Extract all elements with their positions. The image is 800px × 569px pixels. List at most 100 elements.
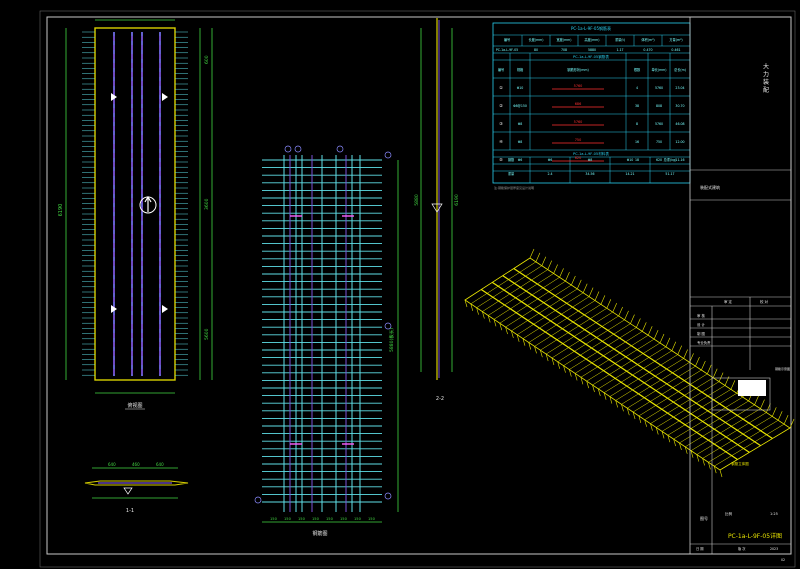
iso-cross-bar — [517, 292, 584, 335]
plan-slab-outline — [94, 27, 176, 381]
iso-hook — [606, 299, 612, 309]
iso-hook — [713, 466, 717, 474]
table-cell: 方量(m³) — [669, 37, 682, 42]
iso-hook — [754, 395, 759, 405]
iso-cross-bar — [482, 269, 548, 312]
iso-hook — [630, 314, 635, 324]
table-cell: 750 — [656, 140, 662, 144]
tb-row-label: 设 计 — [697, 322, 705, 327]
table-cell: ⑤ — [499, 157, 503, 162]
iso-hook — [730, 380, 736, 390]
iso-hook — [576, 279, 582, 290]
iso-hook — [534, 346, 537, 354]
plan-embed-markers — [111, 93, 168, 313]
iso-hook — [661, 431, 665, 439]
iso-hook — [701, 360, 706, 371]
table-cell: 620 — [656, 158, 662, 162]
iso-cross-bar — [679, 400, 749, 444]
iso-cross-bar — [505, 284, 572, 328]
iso-cross-bar — [644, 377, 714, 420]
table-cell: 38 — [635, 104, 639, 108]
iso-hook — [582, 283, 588, 293]
iso-hook — [624, 310, 629, 320]
iso-cross-bar — [661, 389, 732, 432]
iso-hook — [505, 326, 508, 335]
table-cell: 钢筋形状(mm) — [567, 67, 588, 72]
iso-hook — [708, 462, 711, 470]
iso-cross-bar — [574, 331, 643, 374]
tb-bottom-b: 2023 — [770, 547, 778, 551]
tb-page: 02 — [781, 558, 785, 562]
iso-main-bar — [480, 289, 738, 460]
iso-hook — [529, 248, 535, 259]
iso-hook — [673, 439, 676, 447]
table-cell: 钢筋 — [508, 157, 514, 162]
tb-drawing-name: PC-1a-L-9F-05详图 — [728, 532, 782, 540]
rebar-longitudinal-bars — [283, 155, 361, 512]
table-cell: 11.16 — [675, 158, 684, 162]
iso-hook — [603, 392, 607, 400]
plan-dim-right-b: 3600 — [204, 198, 210, 210]
table-cell: Φ6 — [518, 158, 523, 162]
table-cell: 单长(mm) — [651, 67, 666, 72]
iso-view-label: 钢筋立体图 — [731, 461, 749, 466]
tb-bottom-c: 版 次 — [738, 546, 746, 551]
table-cell: ④ — [499, 139, 503, 144]
iso-hook — [487, 315, 491, 323]
iso-cross-bar — [563, 323, 631, 366]
rebar-view-label: 钢筋图 — [312, 530, 327, 537]
iso-hook — [677, 345, 683, 355]
iso-hook — [712, 368, 718, 378]
rebar-tag-icon-6 — [384, 492, 392, 500]
table-cell: Φ6 — [548, 158, 553, 162]
iso-hook — [650, 423, 653, 431]
table-cell: 30.70 — [675, 104, 684, 108]
table-cell: 808 — [656, 104, 662, 108]
table-cell: 12.00 — [675, 140, 684, 144]
tb-sheet-label: 图号 — [700, 515, 708, 521]
tb-row-label: 专业负责 — [697, 340, 711, 345]
table-cell: 0.470 — [643, 48, 652, 52]
table-cell: ① — [499, 85, 503, 90]
embed-triangle-icon — [162, 305, 168, 313]
iso-hook — [771, 407, 777, 417]
plan-dim-left-text: 6190 — [58, 204, 64, 217]
iso-hook — [553, 264, 558, 274]
drawing-frame — [46, 16, 792, 555]
iso-cross-bar — [702, 416, 773, 459]
iso-cross-bar — [656, 385, 726, 428]
iso-cross-bar — [621, 362, 690, 405]
iso-cross-bar — [673, 396, 743, 440]
table-cell: 编号 — [498, 67, 504, 72]
iso-hook — [655, 427, 659, 435]
iso-hook — [690, 450, 694, 458]
iso-cross-bar — [696, 412, 767, 455]
iso-hook — [783, 415, 789, 425]
section-marker-icon — [123, 487, 133, 495]
iso-hook — [659, 333, 665, 344]
table-cell: 根数 — [634, 67, 641, 72]
iso-hook — [706, 364, 712, 375]
table-cell: 1.17 — [616, 48, 623, 52]
iso-hook — [621, 404, 624, 412]
iso-hook — [618, 306, 623, 317]
tb-row-label: 审 核 — [697, 313, 705, 318]
iso-hook — [789, 418, 795, 429]
iso-cross-bar — [569, 327, 637, 370]
table-cell: 708 — [561, 48, 567, 52]
iso-main-bar — [491, 281, 750, 453]
rebar-iso-view — [464, 248, 795, 478]
iso-hook — [600, 295, 606, 305]
iso-cross-bar — [586, 338, 655, 382]
iso-cross-bar — [598, 346, 667, 390]
table-cell: 14.21 — [625, 172, 634, 176]
iso-cross-bar — [690, 408, 761, 451]
iso-hook — [612, 302, 618, 313]
iso-hook — [571, 275, 576, 286]
rebar-tag-icon-5 — [384, 322, 392, 330]
iso-cross-bar — [546, 311, 613, 355]
rebar-tag-icon-4 — [384, 151, 392, 159]
table-cell: PC-1a-L-9F-05材料表 — [573, 151, 609, 156]
tb-r1a: 审 定 — [724, 299, 733, 304]
